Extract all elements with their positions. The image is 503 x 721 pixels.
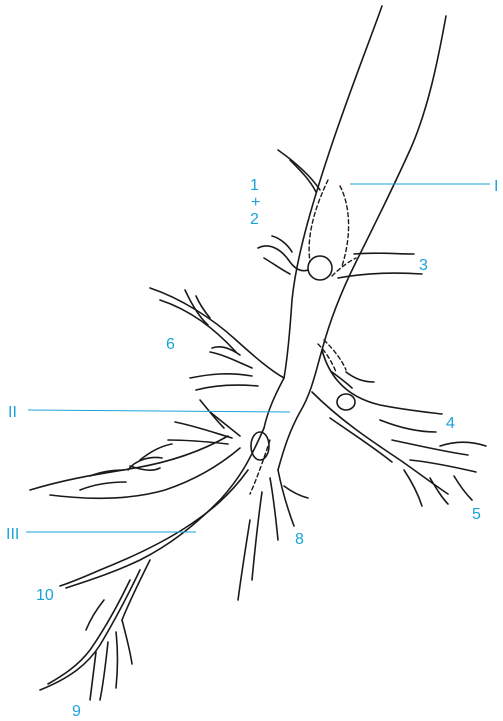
label-9: 9 [72,703,81,720]
label-4: 4 [446,415,455,432]
label-plus: + [251,194,260,211]
leader-lines [26,184,490,532]
segment-10-branch [30,400,264,588]
label-1: 1 [250,177,259,194]
label-8: 8 [295,531,304,548]
orifice-1-2 [308,256,332,280]
segment-9-branch [40,560,150,700]
label-roman-I: I [494,178,498,195]
label-5: 5 [472,506,481,523]
label-3: 3 [419,257,428,274]
label-roman-II: II [8,404,17,421]
trachea [284,6,446,378]
central-junction [250,350,322,494]
label-2: 2 [250,211,259,228]
label-6: 6 [166,336,175,353]
label-10: 10 [36,587,54,604]
segment-3-branch [332,253,422,278]
orifice-4-5 [337,394,355,410]
label-roman-III: III [6,526,19,543]
leader-line-II [28,410,290,412]
labels: 1 + 2 3 4 5 6 8 9 10 I II III [6,177,498,720]
segment-4-5-branch [312,340,486,506]
segment-1-2-branch [258,150,349,280]
